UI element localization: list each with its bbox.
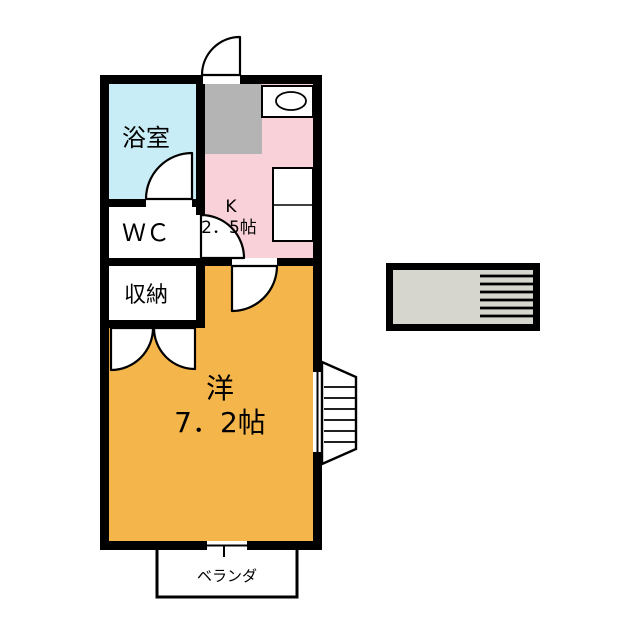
entrance-opening	[203, 75, 240, 84]
entrance-door-arc	[200, 35, 242, 77]
wc-door-arc	[199, 213, 246, 260]
bay-window-slats	[324, 386, 355, 443]
sink-basin-icon	[275, 91, 307, 111]
western-room-label-size: 7．2帖	[174, 406, 266, 439]
wall-left	[100, 75, 109, 550]
kitchen-label-letter: K	[225, 197, 237, 217]
western-room-label-letter: 洋	[206, 372, 234, 405]
closet-door-arc-left	[109, 326, 155, 372]
wc-room-floor	[109, 207, 196, 258]
kitchen-label-size: 2．5帖	[201, 218, 257, 238]
main-room-door-arc	[230, 264, 279, 313]
balcony-outline	[155, 549, 299, 599]
main-door-opening	[232, 258, 277, 266]
kitchen-fixtures	[261, 85, 314, 242]
bay-window	[320, 360, 358, 466]
balcony	[155, 549, 299, 599]
wall-middle	[100, 258, 313, 266]
bath-door-opening	[146, 199, 192, 207]
wall-right	[313, 75, 322, 550]
entry-floor	[205, 84, 262, 154]
stair-steps	[480, 274, 533, 318]
wc-label: ＷＣ	[122, 219, 170, 247]
western-room-floor-right	[205, 266, 313, 541]
stairs-block	[386, 263, 540, 331]
door-arcs	[109, 35, 279, 372]
closet-label: 収納	[124, 283, 168, 308]
wall-closet-main	[100, 320, 205, 328]
bay-window-outline	[320, 360, 358, 466]
bath-label: 浴室	[122, 124, 170, 152]
balcony-label: ベランダ	[197, 567, 257, 585]
closet-room-floor	[109, 266, 196, 320]
room-labels: 浴室 ＷＣ 収納 K 2．5帖 洋 7．2帖 ベランダ	[122, 124, 266, 585]
closet-door-arc-right	[152, 326, 197, 371]
wall-inner-vertical	[196, 84, 205, 328]
room-fills	[109, 84, 313, 541]
bath-door-arc	[144, 151, 194, 201]
